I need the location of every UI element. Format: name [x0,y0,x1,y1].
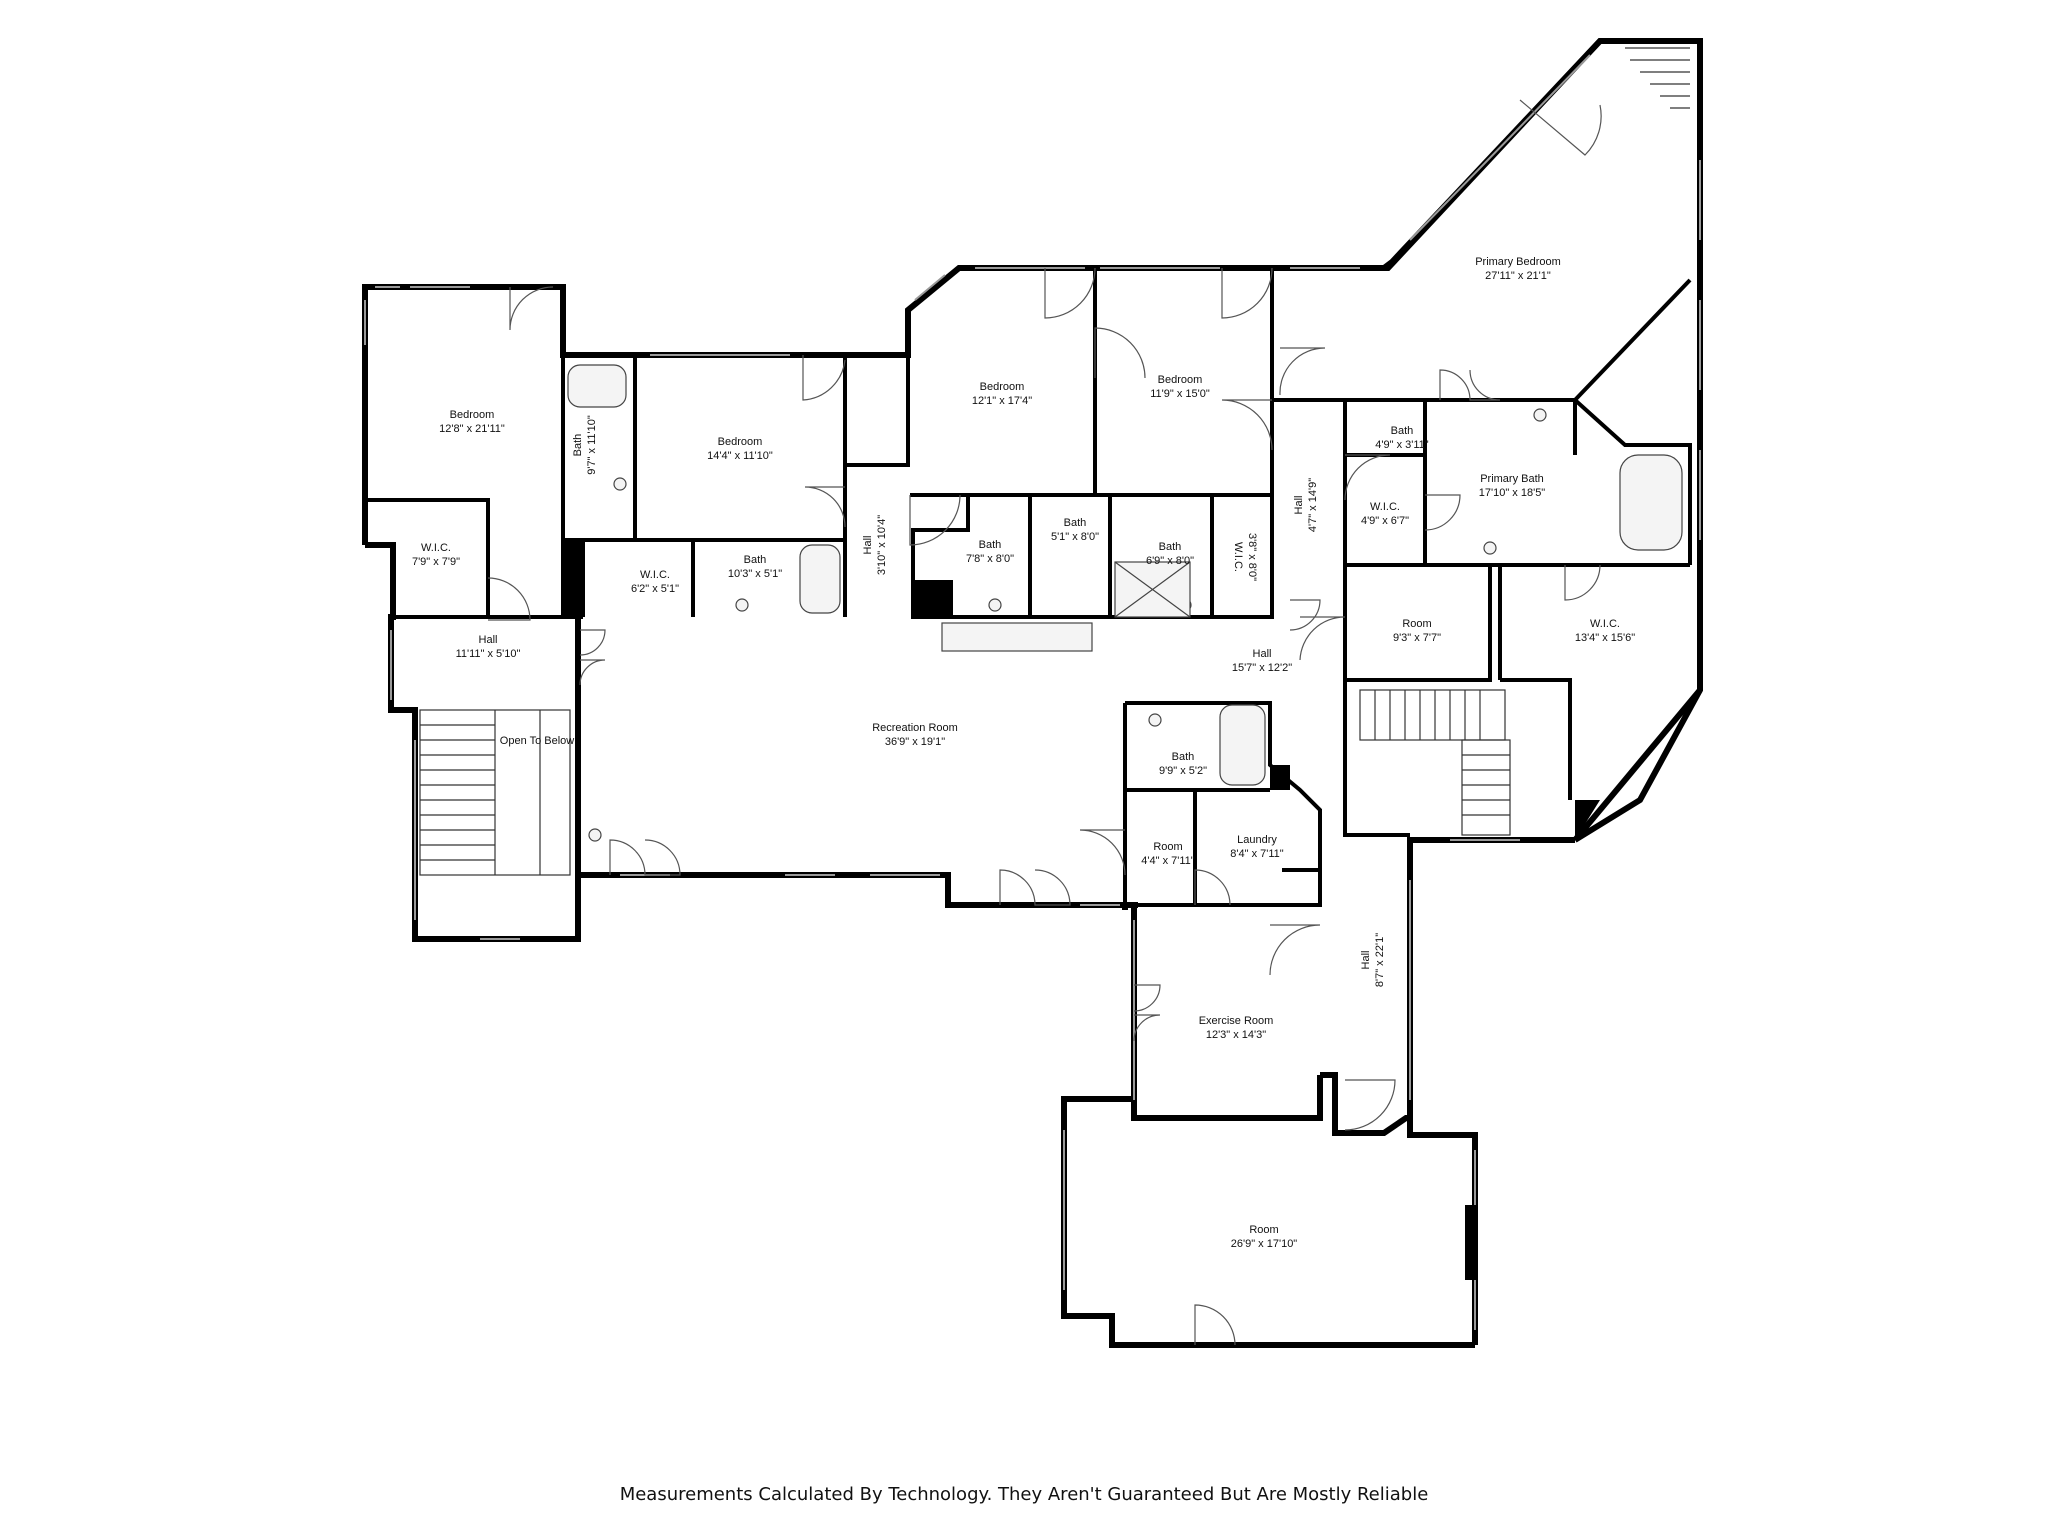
room-1-name: Room [1402,618,1431,630]
room-labels: Bedroom 12'8" x 21'11" W.I.C. 7'9" x 7'9… [412,256,1635,1250]
room-1-dims: 9'3" x 7'7" [1393,632,1441,644]
wic-4-dims: 4'9" x 6'7" [1361,515,1409,527]
recreation-room-name: Recreation Room [872,722,958,734]
bath-1-dims: 9'7" x 11'10" [586,415,598,475]
bath-2-dims: 10'3" x 5'1" [728,568,782,580]
bedroom-2-dims: 14'4" x 11'10" [707,450,773,462]
bedroom-2-name: Bedroom [718,436,763,448]
hall-4-name: Hall [1253,648,1272,660]
bath-5-name: Bath [1159,541,1182,553]
bath-2-name: Bath [744,554,767,566]
hall-2-dims: 3'10" x 10'4" [876,515,888,575]
exercise-room-name: Exercise Room [1199,1015,1274,1027]
interior-walls [365,268,1692,907]
primary-bath-dims: 17'10" x 18'5" [1479,487,1546,499]
wic-2-dims: 6'2" x 5'1" [631,583,679,595]
room-3-dims: 26'9" x 17'10" [1231,1238,1298,1250]
room-2-name: Room [1153,841,1182,853]
bedroom-4-name: Bedroom [1158,374,1203,386]
room-3-name: Room [1249,1224,1278,1236]
bath-4-name: Bath [1064,517,1087,529]
primary-bedroom-dims: 27'11" x 21'1" [1485,270,1551,282]
primary-bath-name: Primary Bath [1480,473,1544,485]
stairs-left [419,709,571,876]
hall-4-dims: 15'7" x 12'2" [1232,662,1292,674]
bath-5-dims: 6'9" x 8'0" [1146,555,1194,567]
hall-1-name: Hall [479,634,498,646]
wic-5-dims: 13'4" x 15'6" [1575,632,1635,644]
hall-1-dims: 11'11" x 5'10" [456,648,521,660]
bath-7-name: Bath [1172,751,1195,763]
bedroom-1-dims: 12'8" x 21'11" [439,423,505,435]
wic-4-name: W.I.C. [1370,501,1400,513]
wic-1-name: W.I.C. [421,542,451,554]
fixtures [567,364,1683,842]
primary-bedroom-name: Primary Bedroom [1475,256,1561,268]
hall-5-name: Hall [1360,951,1372,970]
wic-5-name: W.I.C. [1590,618,1620,630]
windows [364,54,1701,1330]
wic-3-dims: 3'8" x 8'0" [1246,533,1258,581]
laundry-name: Laundry [1237,834,1277,846]
bedroom-1-name: Bedroom [450,409,495,421]
bath-4-dims: 5'1" x 8'0" [1051,531,1099,543]
hall-3-name: Hall [1293,496,1305,515]
bath-3-dims: 7'8" x 8'0" [966,553,1014,565]
bath-6-name: Bath [1391,425,1414,437]
hall-2-name: Hall [862,536,874,555]
recreation-room-dims: 36'9" x 19'1" [885,736,945,748]
room-2-dims: 4'4" x 7'11" [1141,855,1194,867]
bedroom-4-dims: 11'9" x 15'0" [1150,388,1210,400]
hall-3-dims: 4'7" x 14'9" [1307,478,1319,532]
fireplace [1465,1205,1477,1280]
exterior-walls [362,38,1703,1348]
exercise-room-dims: 12'3" x 14'3" [1206,1029,1266,1041]
corner-stair [1625,47,1690,109]
bedroom-3-dims: 12'1" x 17'4" [972,395,1032,407]
hall-5-dims: 8'7" x 22'1" [1374,933,1386,987]
laundry-dims: 8'4" x 7'11" [1230,848,1283,860]
bath-3-name: Bath [979,539,1002,551]
wic-3-name: W.I.C. [1232,542,1244,572]
bath-6-dims: 4'9" x 3'11" [1375,439,1428,451]
stairs-right [1359,689,1511,836]
bath-7-dims: 9'9" x 5'2" [1159,765,1207,777]
doors [487,99,1602,1346]
wic-1-dims: 7'9" x 7'9" [412,556,460,568]
bedroom-3-name: Bedroom [980,381,1025,393]
disclaimer-footer: Measurements Calculated By Technology. T… [619,1484,1429,1505]
open-to-below-label: Open To Below [500,735,574,747]
bath-1-name: Bath [572,434,584,457]
wic-2-name: W.I.C. [640,569,670,581]
